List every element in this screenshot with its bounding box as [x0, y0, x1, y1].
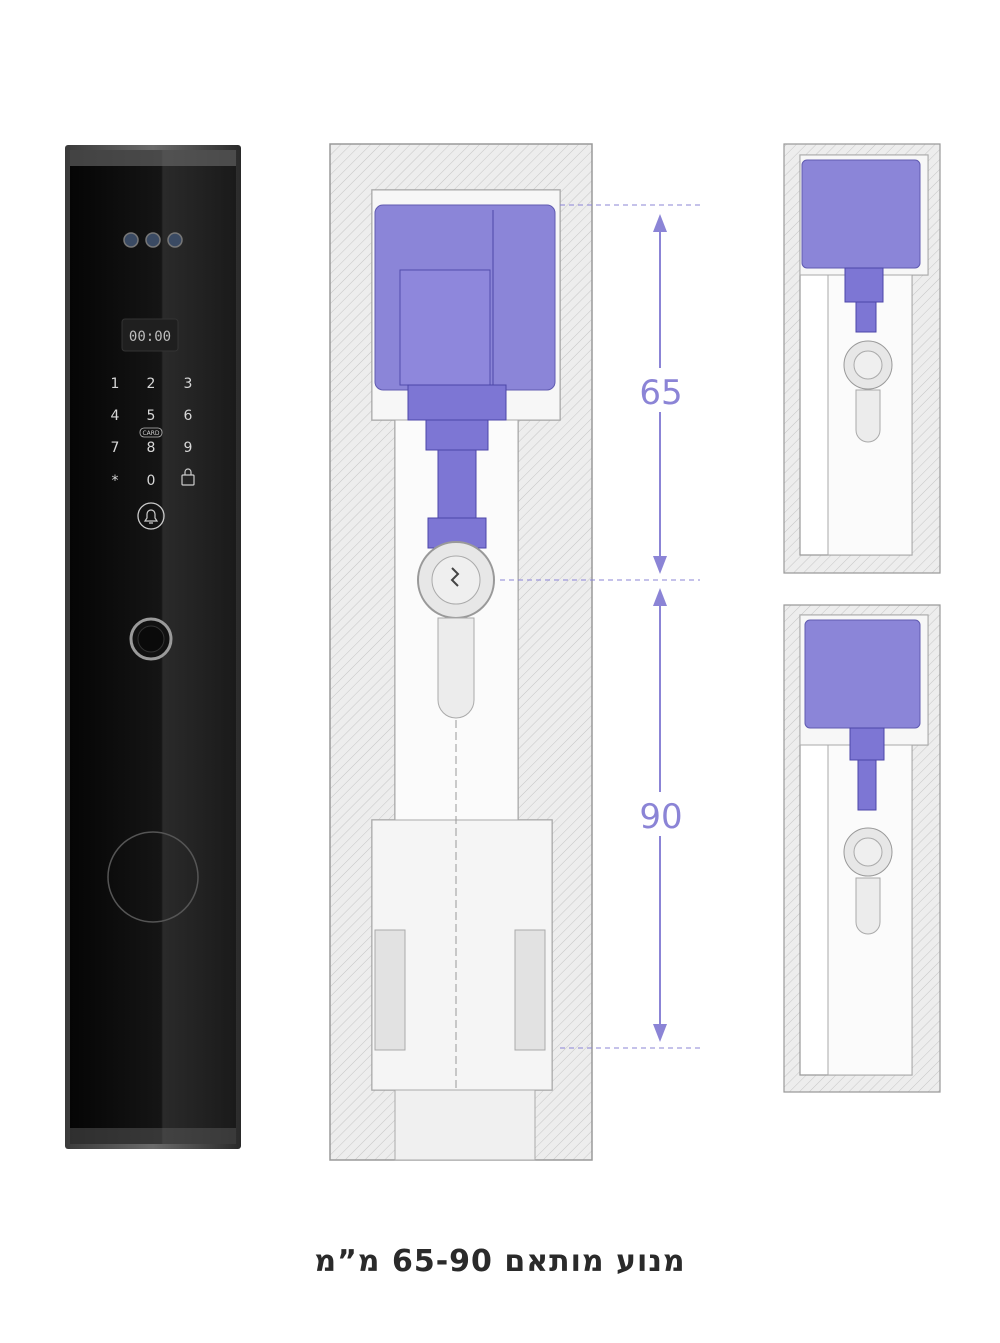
key-5[interactable]: 5: [147, 408, 156, 424]
key-1[interactable]: 1: [111, 376, 120, 392]
card-reader-badge: CARD: [139, 427, 163, 438]
card-reader-area[interactable]: [107, 831, 199, 923]
time-display-text: 00:00: [129, 329, 171, 345]
motor-unit: [374, 204, 556, 549]
small-cross-section-bottom: [783, 604, 941, 1093]
dimension-90-label: 90: [639, 797, 682, 837]
main-cross-section: [329, 143, 593, 1161]
time-display: 00:00: [121, 318, 179, 352]
key-4[interactable]: 4: [111, 408, 120, 424]
bell-icon: [143, 509, 159, 524]
card-label: CARD: [142, 430, 159, 437]
smart-lock-panel: 00:00 1 2 3 4 5 6 CARD 7 8 9 * 0: [65, 145, 241, 1149]
lock-key-icon[interactable]: [181, 468, 195, 486]
dimension-65-label: 65: [639, 373, 682, 413]
key-6[interactable]: 6: [184, 408, 193, 424]
key-star[interactable]: *: [112, 473, 119, 489]
lock-cylinder: [417, 541, 495, 719]
key-8[interactable]: 8: [147, 440, 156, 456]
dimension-annotations: 65 90: [500, 204, 700, 1049]
fingerprint-sensor[interactable]: [129, 617, 173, 661]
key-3[interactable]: 3: [184, 376, 193, 392]
camera-sensors-icon: [123, 232, 183, 248]
keypad: 1 2 3 4 5 6 CARD 7 8 9 * 0: [111, 376, 195, 489]
key-2[interactable]: 2: [147, 376, 156, 392]
key-0[interactable]: 0: [147, 473, 156, 489]
doorbell-button[interactable]: [137, 502, 165, 530]
small-cross-section-top: [783, 143, 941, 574]
key-9[interactable]: 9: [184, 440, 193, 456]
caption-motor-fit: מנוע מותאם 65-90 מ”מ: [314, 1244, 686, 1279]
key-7[interactable]: 7: [111, 440, 120, 456]
